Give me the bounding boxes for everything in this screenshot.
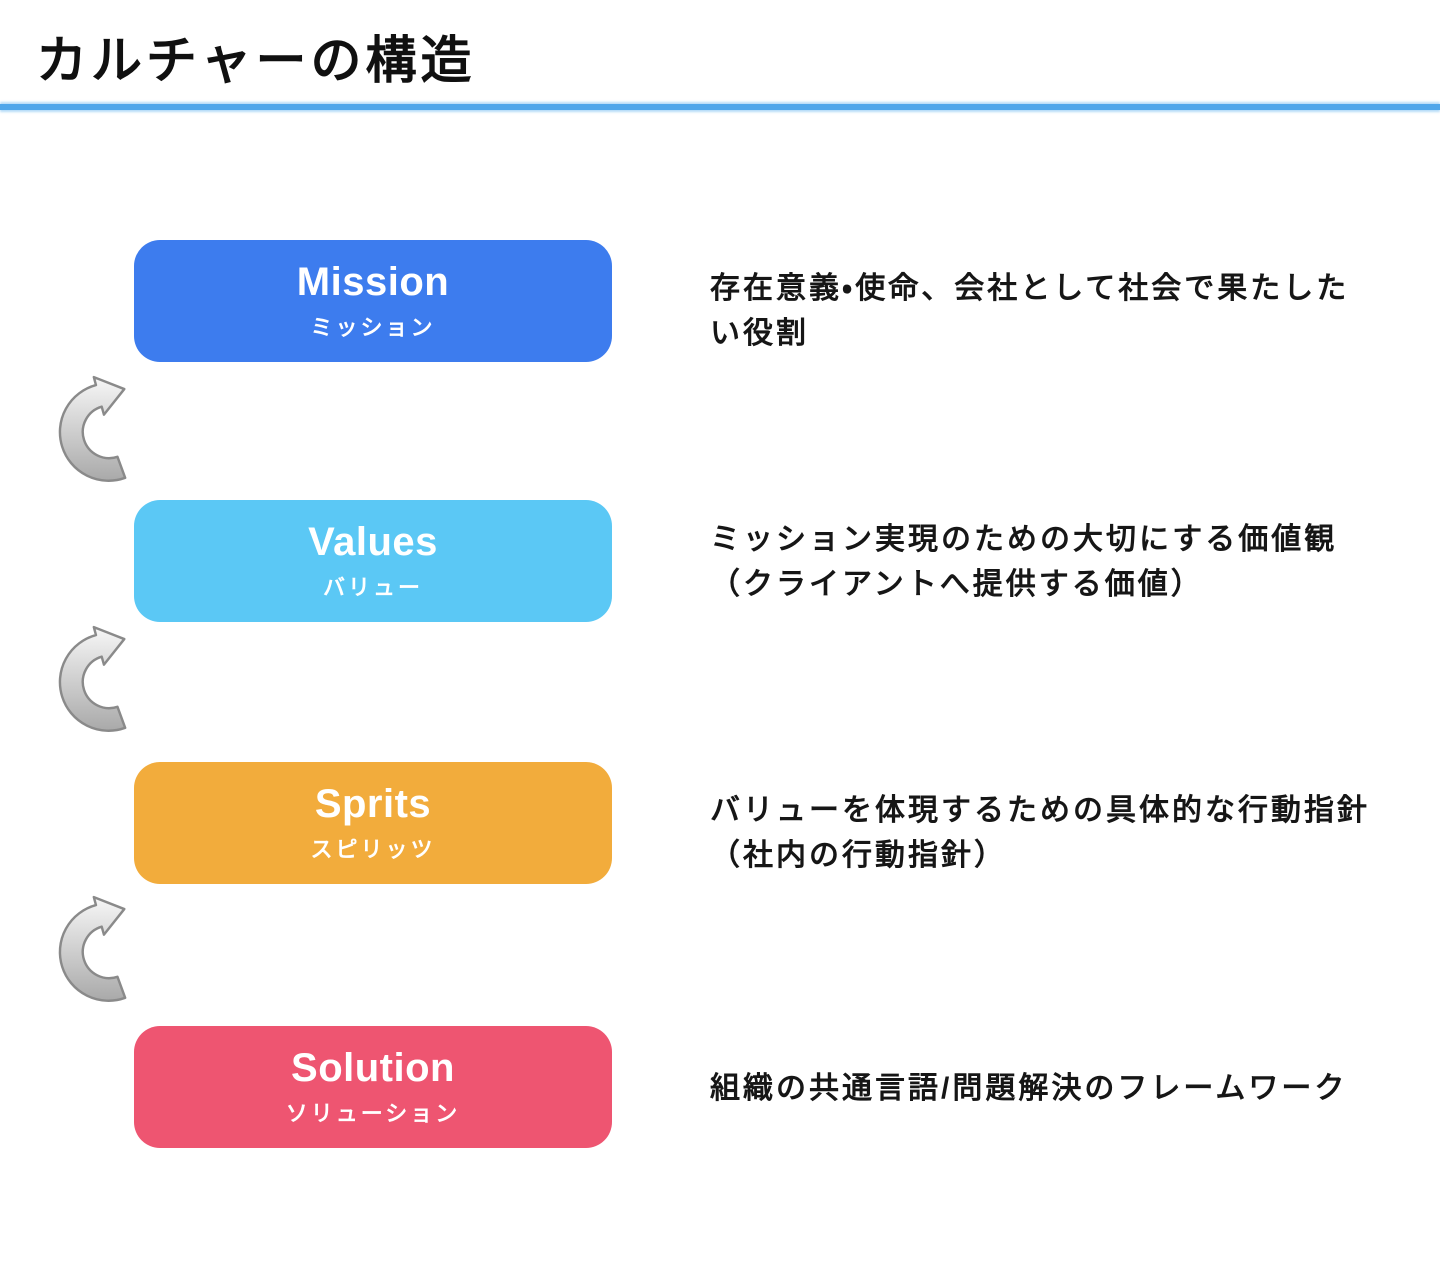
curved-arrow-icon <box>58 625 127 732</box>
sprits-sublabel: スピリッツ <box>310 837 436 862</box>
sprits-label: Sprits <box>314 782 432 826</box>
values-box: Values バリュー <box>134 500 612 622</box>
solution-label: Solution <box>291 1046 455 1090</box>
sprits-box: Sprits スピリッツ <box>134 762 612 884</box>
solution-description: 組織の共通言語/問題解決のフレームワーク <box>710 1072 1348 1105</box>
mission-sublabel: ミッション <box>310 315 436 340</box>
mission-description: 存在意義・使命、会社として社会で果たした い役割 <box>710 272 1350 350</box>
mission-box: Mission ミッション <box>134 240 612 362</box>
values-description: ミッション実現のための大切にする価値観 （クライアントへ提供する価値） <box>710 523 1338 601</box>
solution-sublabel: ソリューション <box>285 1101 461 1126</box>
curved-arrow-path <box>58 625 127 732</box>
curved-arrow-path <box>58 895 127 1002</box>
title-underline <box>0 104 1440 110</box>
curved-arrow-icon <box>58 375 127 482</box>
values-label: Values <box>308 520 438 564</box>
sprits-description: バリューを体現するための具体的な行動指針 （社内の行動指針） <box>710 794 1370 872</box>
mission-label: Mission <box>296 260 450 304</box>
solution-box: Solution ソリューション <box>134 1026 612 1148</box>
page-title: カルチャーの構造 <box>36 32 476 89</box>
curved-arrow-path <box>58 375 127 482</box>
values-sublabel: バリュー <box>322 575 423 600</box>
curved-arrow-icon <box>58 895 127 1002</box>
